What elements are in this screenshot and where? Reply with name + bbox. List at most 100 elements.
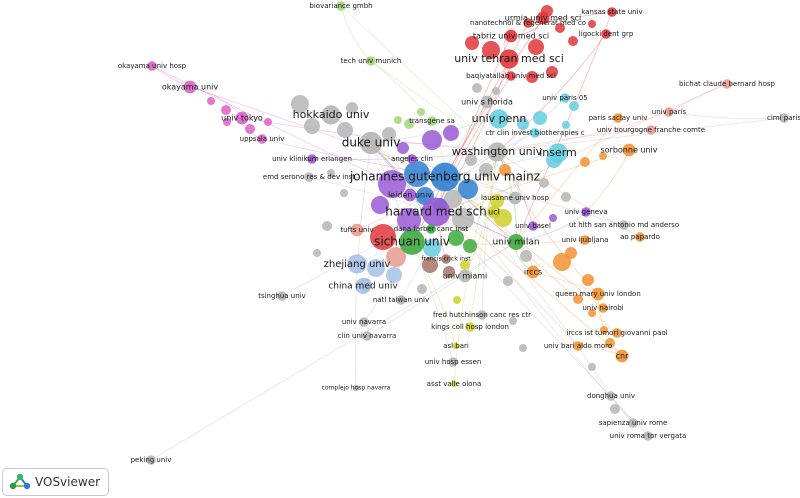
network-node[interactable]: [526, 265, 540, 279]
network-node[interactable]: [347, 254, 367, 274]
network-node[interactable]: [499, 49, 519, 69]
network-node[interactable]: [359, 131, 383, 155]
node-label: johannes gutenberg univ mainz: [349, 170, 540, 184]
background-node: [422, 130, 442, 150]
network-node[interactable]: [504, 29, 518, 43]
network-node[interactable]: [304, 172, 314, 182]
network-node[interactable]: [779, 113, 789, 123]
background-node: [452, 208, 474, 230]
network-node[interactable]: [427, 116, 437, 126]
background-node: [264, 118, 272, 126]
network-node[interactable]: [722, 79, 732, 89]
vosviewer-logo-icon: [9, 473, 31, 490]
network-node[interactable]: [147, 61, 157, 71]
network-node[interactable]: [643, 431, 653, 441]
network-link: [515, 211, 587, 243]
node-label: sorbonne univ: [600, 146, 657, 155]
vosviewer-badge[interactable]: VOSviewer: [2, 468, 110, 496]
network-node[interactable]: [508, 234, 524, 250]
network-node[interactable]: [628, 418, 638, 428]
network-node[interactable]: [235, 111, 249, 125]
network-node[interactable]: [635, 232, 645, 242]
network-node[interactable]: [613, 113, 623, 123]
network-node[interactable]: [403, 188, 417, 202]
network-node[interactable]: [530, 128, 540, 138]
network-node[interactable]: [426, 224, 436, 234]
background-node: [463, 239, 477, 253]
background-node: [472, 83, 482, 93]
network-node[interactable]: [607, 7, 617, 17]
background-node: [533, 111, 547, 125]
network-node[interactable]: [528, 221, 538, 231]
network-node[interactable]: [536, 11, 550, 25]
network-node[interactable]: [601, 29, 611, 39]
network-node[interactable]: [480, 95, 494, 109]
node-label: bichat claude bernard hosp: [679, 80, 775, 88]
background-node: [386, 267, 402, 283]
network-node[interactable]: [448, 357, 458, 367]
node-label: univ s florida: [461, 98, 513, 107]
network-node[interactable]: [465, 322, 475, 332]
network-node[interactable]: [591, 287, 605, 301]
background-node: [370, 224, 396, 250]
network-node[interactable]: [615, 349, 629, 363]
network-node[interactable]: [366, 56, 376, 66]
network-node[interactable]: [560, 93, 570, 103]
network-node[interactable]: [399, 229, 425, 255]
network-node[interactable]: [352, 384, 360, 392]
background-node: [371, 196, 389, 214]
node-label: ucl: [488, 208, 500, 217]
network-node[interactable]: [362, 331, 372, 341]
network-node[interactable]: [355, 278, 371, 294]
network-node[interactable]: [441, 254, 451, 264]
network-node[interactable]: [257, 134, 267, 144]
network-node[interactable]: [508, 191, 522, 205]
node-label: inserm: [539, 146, 577, 159]
network-node[interactable]: [477, 310, 487, 320]
network-node[interactable]: [321, 105, 341, 125]
network-link: [481, 151, 498, 316]
network-node[interactable]: [359, 317, 369, 327]
network-node[interactable]: [146, 455, 156, 465]
network-node[interactable]: [430, 162, 460, 192]
network-node[interactable]: [664, 107, 674, 117]
network-node[interactable]: [183, 80, 197, 94]
network-node[interactable]: [619, 220, 629, 230]
node-label: okayama univ: [162, 83, 219, 92]
network-node[interactable]: [489, 109, 509, 129]
network-node[interactable]: [580, 235, 590, 245]
node-label: kings coll hosp london: [431, 323, 509, 331]
network-node[interactable]: [548, 143, 568, 163]
network-node[interactable]: [407, 154, 417, 164]
node-label: transgene sa: [409, 117, 455, 125]
network-node[interactable]: [606, 391, 616, 401]
node-label: emd serono res & dev inst: [263, 173, 355, 181]
network-node[interactable]: [646, 125, 656, 135]
network-node[interactable]: [573, 341, 583, 351]
node-label: univ nairobi: [582, 304, 623, 312]
network-node[interactable]: [307, 154, 317, 164]
network-node[interactable]: [396, 295, 406, 305]
network-node[interactable]: [523, 18, 533, 28]
network-node[interactable]: [506, 71, 516, 81]
node-label: sichuan univ: [374, 235, 450, 249]
background-node: [555, 23, 565, 33]
network-node[interactable]: [336, 1, 346, 11]
network-node[interactable]: [487, 142, 507, 162]
network-node[interactable]: [487, 205, 501, 219]
network-node[interactable]: [450, 380, 458, 388]
network-node[interactable]: [421, 197, 451, 227]
node-label: asst valle olona: [427, 380, 482, 388]
network-node[interactable]: [598, 303, 608, 313]
network-node[interactable]: [452, 342, 460, 350]
background-node: [423, 239, 441, 257]
network-node[interactable]: [581, 207, 591, 217]
background-node: [465, 154, 477, 166]
network-node[interactable]: [622, 143, 636, 157]
network-link: [340, 5, 372, 62]
network-node[interactable]: [458, 269, 472, 283]
network-node[interactable]: [350, 223, 364, 237]
network-node[interactable]: [277, 291, 287, 301]
network-node[interactable]: [612, 328, 622, 338]
